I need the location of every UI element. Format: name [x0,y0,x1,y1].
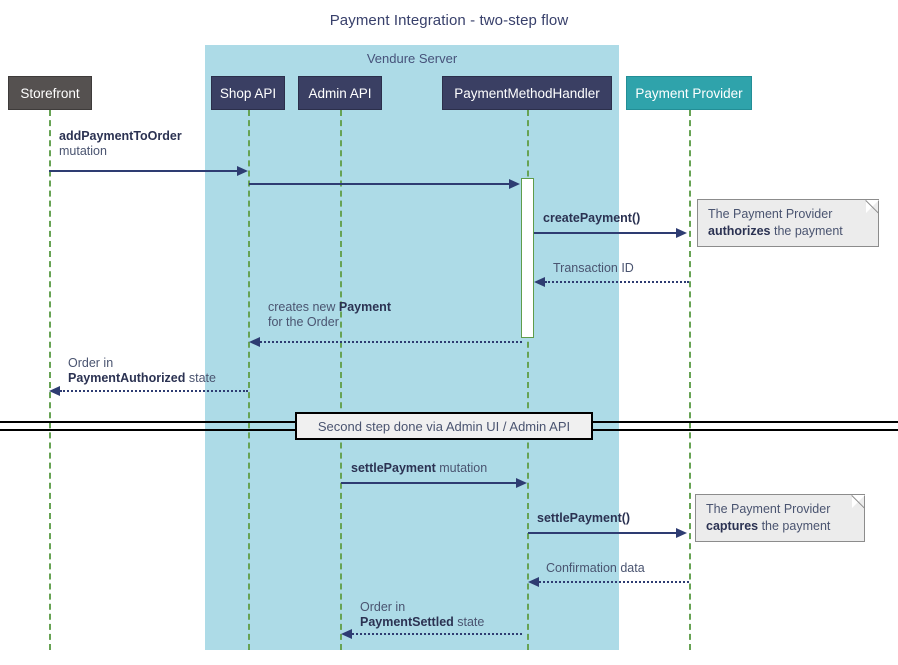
message-rest-transaction-id: Transaction ID [553,261,634,275]
message-bold-creates-new-payment: Payment [338,300,391,314]
message-arrow-shop-api-to-handler [249,183,509,185]
message-bold-settle-payment-call: settlePayment() [537,511,631,525]
message-line2-creates-new-payment: for the Order [268,315,339,329]
message-bold-order-payment-authorized: PaymentAuthorized [68,371,186,385]
message-bold-create-payment: createPayment() [543,211,641,225]
participant-admin-api[interactable]: Admin API [298,76,382,110]
participant-storefront[interactable]: Storefront [8,76,92,110]
note-authorize-line1: The Payment Provider [708,207,833,221]
message-arrow-settle-payment-call [528,532,676,534]
note-capture-rest: the payment [758,519,831,533]
group-box-vendure-server [205,45,619,650]
group-label-vendure-server: Vendure Server [366,51,458,66]
message-arrow-order-payment-settled [352,633,522,635]
note-authorize-bold: authorizes [708,224,771,238]
arrowhead-right-icon [516,478,527,488]
note-fold-corner-icon [852,495,865,508]
message-label-create-payment: createPayment() [543,211,640,226]
note-capture: The Payment Provider captures the paymen… [695,494,865,542]
lifeline-shop-api [248,110,250,650]
message-label-confirmation-data: Confirmation data [546,561,645,576]
message-arrow-settle-payment-mutation [341,482,516,484]
message-arrow-create-payment [534,232,676,234]
message-rest-add-payment-to-order: mutation [59,144,107,158]
lifeline-admin-api [340,110,342,650]
message-pre-creates-new-payment: creates new [268,300,339,314]
activation-bar-payment-method-handler [521,178,534,338]
note-authorize: The Payment Provider authorizes the paym… [697,199,879,247]
message-label-order-payment-settled: Order in PaymentSettled state [360,600,484,630]
message-line1-order-payment-settled: Order in [360,600,406,614]
message-rest-order-payment-settled: state [453,615,485,629]
message-label-order-payment-authorized: Order in PaymentAuthorized state [68,356,216,386]
message-label-creates-new-payment: creates new Payment for the Order [268,300,391,330]
arrowhead-left-icon [341,629,352,639]
message-label-settle-payment-call: settlePayment() [537,511,630,526]
participant-payment-provider[interactable]: Payment Provider [626,76,752,110]
message-arrow-creates-new-payment [260,341,522,343]
message-arrow-add-payment-to-order [49,170,237,172]
message-label-transaction-id: Transaction ID [553,261,634,276]
message-rest-confirmation-data: Confirmation data [546,561,645,575]
arrowhead-right-icon [237,166,248,176]
message-bold-order-payment-settled: PaymentSettled [360,615,454,629]
participant-shop-api[interactable]: Shop API [211,76,285,110]
arrowhead-left-icon [528,577,539,587]
participant-payment-method-handler[interactable]: PaymentMethodHandler [442,76,612,110]
message-label-settle-payment-mutation: settlePayment mutation [351,461,487,476]
lifeline-storefront [49,110,51,650]
arrowhead-right-icon [676,228,687,238]
note-fold-corner-icon [866,200,879,213]
arrowhead-right-icon [509,179,520,189]
message-bold-add-payment-to-order: addPaymentToOrder [59,129,182,143]
message-rest-order-payment-authorized: state [185,371,216,385]
message-rest-settle-payment-mutation: mutation [435,461,488,475]
arrowhead-left-icon [49,386,60,396]
note-capture-line1: The Payment Provider [706,502,831,516]
note-authorize-rest: the payment [770,224,843,238]
lifeline-payment-provider [689,110,691,650]
arrowhead-left-icon [534,277,545,287]
message-label-add-payment-to-order: addPaymentToOrder mutation [59,129,182,159]
divider-label-second-step: Second step done via Admin UI / Admin AP… [295,412,593,440]
message-line1-order-payment-authorized: Order in [68,356,114,370]
message-arrow-order-payment-authorized [60,390,248,392]
page-title: Payment Integration - two-step flow [329,12,569,29]
note-capture-bold: captures [706,519,759,533]
message-arrow-transaction-id [545,281,689,283]
message-arrow-confirmation-data [539,581,689,583]
lifeline-payment-method-handler [527,110,529,650]
arrowhead-left-icon [249,337,260,347]
message-bold-settle-payment-mutation: settlePayment [351,461,436,475]
arrowhead-right-icon [676,528,687,538]
